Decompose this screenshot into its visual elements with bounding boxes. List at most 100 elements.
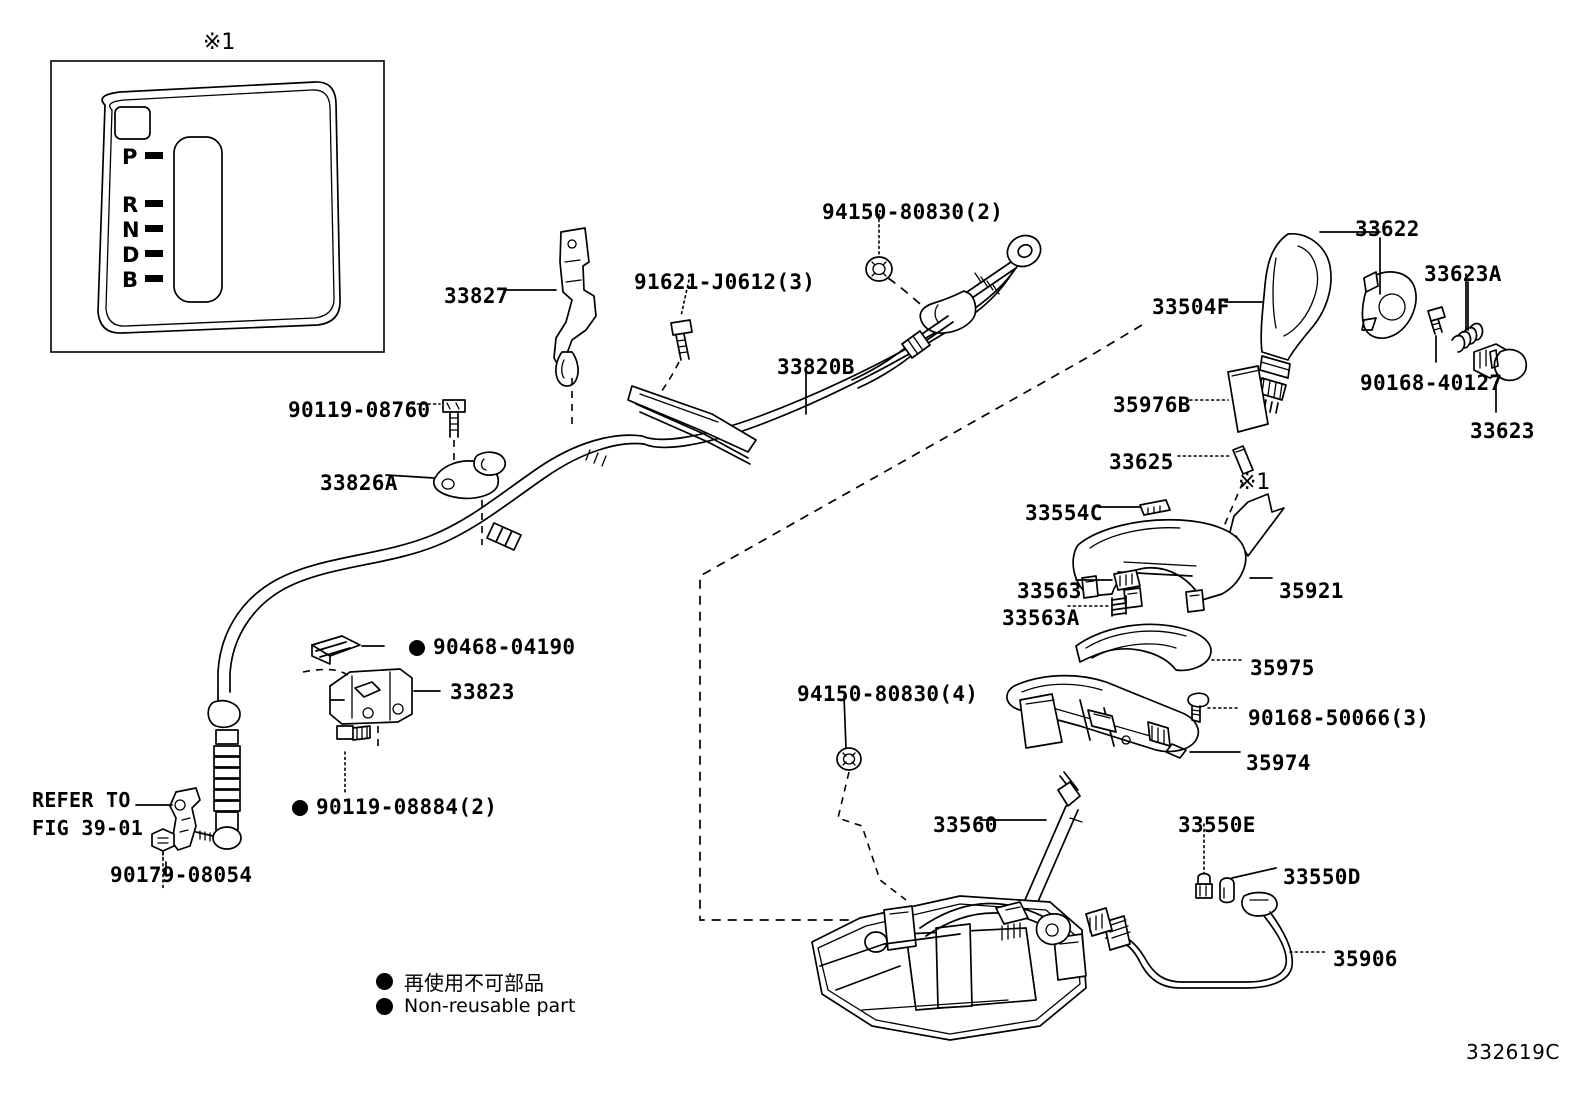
part-label-94150808302: 94150-80830(2) xyxy=(822,199,1003,226)
part-number-text: 33823 xyxy=(450,680,515,704)
legend-row-jp: 再使用不可部品 xyxy=(376,967,544,996)
cable-lower-end xyxy=(195,691,242,850)
button-33623 xyxy=(1473,343,1528,382)
screw-90168-50066 xyxy=(1187,692,1210,723)
part-number-text: 33550D xyxy=(1283,865,1361,889)
part-number-text: 33563 xyxy=(1017,579,1082,603)
part-number-text: 91621-J0612(3) xyxy=(634,270,816,294)
cable-nut-upper xyxy=(865,256,893,282)
gear-label-d: D xyxy=(122,243,140,267)
refer-to-note: REFER TO FIG 39-01 xyxy=(32,786,143,843)
legend-text-jp: 再使用不可部品 xyxy=(404,971,544,995)
part-label-35974: 35974 xyxy=(1246,750,1311,777)
bracket-33823 xyxy=(329,668,413,725)
insert-35976B xyxy=(1227,365,1269,433)
part-number-text: 33504F xyxy=(1152,295,1230,319)
bulb-33550D xyxy=(1219,877,1235,904)
shift-pattern-inset xyxy=(50,60,385,353)
cable-end-fitting xyxy=(851,234,1042,389)
cable-mount-plate xyxy=(627,385,757,465)
clip-90468 xyxy=(311,635,361,665)
clip-33563 xyxy=(1113,569,1141,591)
part-number-text: 33622 xyxy=(1355,217,1420,241)
note-marker-arrow: ※1 xyxy=(1238,470,1271,495)
shift-control-cable xyxy=(217,234,1042,693)
part-number-text: 33550E xyxy=(1178,813,1256,837)
part-number-text: 33826A xyxy=(320,471,398,495)
part-label-33623: 33623 xyxy=(1470,418,1535,445)
nonreusable-dot-icon xyxy=(292,800,308,816)
lever-refer-part xyxy=(169,787,201,851)
part-label-33827: 33827 xyxy=(444,283,509,310)
part-number-text: 33560 xyxy=(933,813,998,837)
pin-33625 xyxy=(1232,445,1254,475)
shift-base-housing xyxy=(811,895,1087,1041)
part-label-33623a: 33623A xyxy=(1424,261,1502,288)
part-number-text: 35974 xyxy=(1246,751,1311,775)
part-number-text: 35921 xyxy=(1279,579,1344,603)
legend-text-en: Non-reusable part xyxy=(404,995,576,1017)
inset-note-marker: ※1 xyxy=(203,30,236,55)
figure-code: 332619C xyxy=(1466,1040,1560,1064)
screw-90119-08884 xyxy=(336,725,371,741)
assembly-boundary xyxy=(699,324,1143,921)
button-cap-33622 xyxy=(1361,271,1417,339)
spring-33563A xyxy=(1111,595,1127,617)
part-number-text: 33623A xyxy=(1424,262,1502,286)
gear-label-n: N xyxy=(122,218,140,242)
refer-line-1: REFER TO xyxy=(32,788,131,812)
part-label-33560: 33560 xyxy=(933,812,998,839)
part-label-33826a: 33826A xyxy=(320,470,398,497)
part-number-text: 33623 xyxy=(1470,419,1535,443)
nut-94150-4 xyxy=(836,747,862,771)
part-label-33820b: 33820B xyxy=(777,354,855,381)
part-label-33625: 33625 xyxy=(1109,449,1174,476)
nonreusable-dot-icon xyxy=(376,973,393,990)
legend-row-en: Non-reusable part xyxy=(376,995,575,1017)
part-number-text: 90179-08054 xyxy=(110,863,253,887)
part-number-text: 33554C xyxy=(1025,501,1103,525)
note-arrow-1 xyxy=(1227,493,1285,557)
bolt-91621 xyxy=(670,319,693,361)
part-label-33622: 33622 xyxy=(1355,216,1420,243)
part-label-33550e: 33550E xyxy=(1178,812,1256,839)
part-label-33550d: 33550D xyxy=(1283,864,1361,891)
part-number-text: 94150-80830(4) xyxy=(797,682,979,706)
refer-line-2: FIG 39-01 xyxy=(32,816,144,841)
part-label-35906: 35906 xyxy=(1333,946,1398,973)
nonreusable-dot-icon xyxy=(376,997,393,1015)
part-number-text: 33625 xyxy=(1109,450,1174,474)
part-number-text: 94150-80830(2) xyxy=(822,200,1004,224)
trim-35975 xyxy=(1075,623,1212,672)
clip-33554C xyxy=(1139,499,1171,516)
part-label-33504f: 33504F xyxy=(1152,294,1230,321)
part-number-text: 35975 xyxy=(1250,656,1315,680)
part-label-33563: 33563 xyxy=(1017,578,1082,605)
wire-harness-35906 xyxy=(1085,891,1294,989)
gear-label-b: B xyxy=(122,268,139,292)
screw-90168-40127 xyxy=(1427,306,1446,335)
part-label-91621j06123: 91621-J0612(3) xyxy=(634,269,815,296)
part-label-33554c: 33554C xyxy=(1025,500,1103,527)
label-leaders xyxy=(165,213,1467,877)
bracket-33827 xyxy=(553,227,597,387)
nut-90179 xyxy=(151,828,175,852)
part-label-35975: 35975 xyxy=(1250,655,1315,682)
shift-knob-33504F xyxy=(1257,233,1332,414)
part-number-text: 90119-08760 xyxy=(288,398,431,422)
part-label-33563a: 33563A xyxy=(1002,605,1080,632)
part-number-text: 90168-50066(3) xyxy=(1248,706,1430,730)
screw-90119-08760 xyxy=(442,399,466,438)
panel-35921 xyxy=(1072,518,1247,613)
part-number-text: 90168-40127 xyxy=(1360,371,1503,395)
part-number-text: 90119-08884(2) xyxy=(316,795,498,819)
part-label-33823: 33823 xyxy=(450,679,515,706)
part-label-94150808304: 94150-80830(4) xyxy=(797,681,978,708)
gear-label-p: P xyxy=(122,145,138,169)
part-label-90168500663: 90168-50066(3) xyxy=(1248,705,1429,732)
part-number-text: 33820B xyxy=(777,355,855,379)
part-label-9046804190: 90468-04190 xyxy=(409,634,575,661)
part-number-text: 33827 xyxy=(444,284,509,308)
